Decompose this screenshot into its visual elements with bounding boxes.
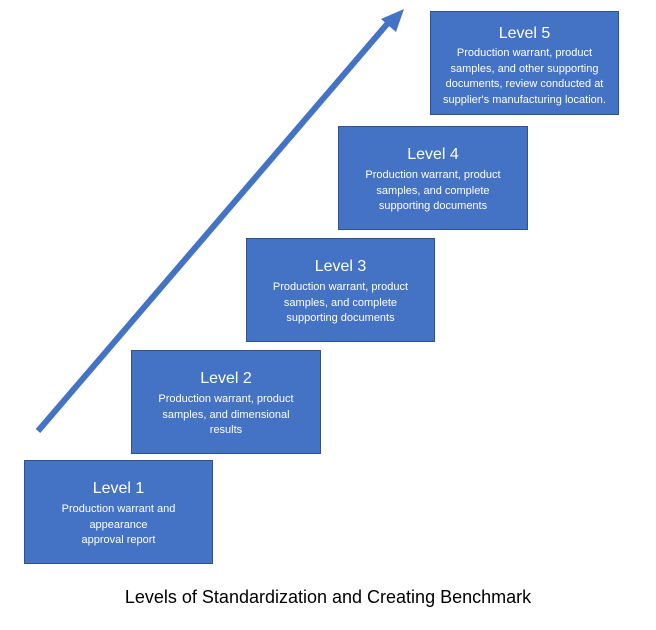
level-3-box: Level 3 Production warrant, product samp… xyxy=(246,238,435,342)
level-1-title: Level 1 xyxy=(92,480,145,497)
level-1-box: Level 1 Production warrant and appearanc… xyxy=(24,460,213,564)
level-2-title: Level 2 xyxy=(200,370,252,387)
level-3-title: Level 3 xyxy=(314,258,367,275)
diagram-caption: Levels of Standardization and Creating B… xyxy=(124,587,532,607)
level-4-title: Level 4 xyxy=(407,146,459,163)
level-4-description: Production warrant, product samples, and… xyxy=(365,169,501,212)
level-5-title: Level 5 xyxy=(498,25,551,42)
arrow-shaft xyxy=(35,21,391,433)
level-2-description: Production warrant, product samples, and… xyxy=(158,393,294,436)
level-5-box: Level 5 Production warrant, product samp… xyxy=(430,11,619,115)
arrow-head-icon xyxy=(381,9,404,32)
level-2-box: Level 2 Production warrant, product samp… xyxy=(131,350,321,454)
level-1-description: Production warrant and appearance approv… xyxy=(61,503,176,546)
level-4-box: Level 4 Production warrant, product samp… xyxy=(338,126,528,230)
level-3-description: Production warrant, product samples, and… xyxy=(272,281,409,324)
level-5-description: Production warrant, product samples, and… xyxy=(443,47,606,106)
